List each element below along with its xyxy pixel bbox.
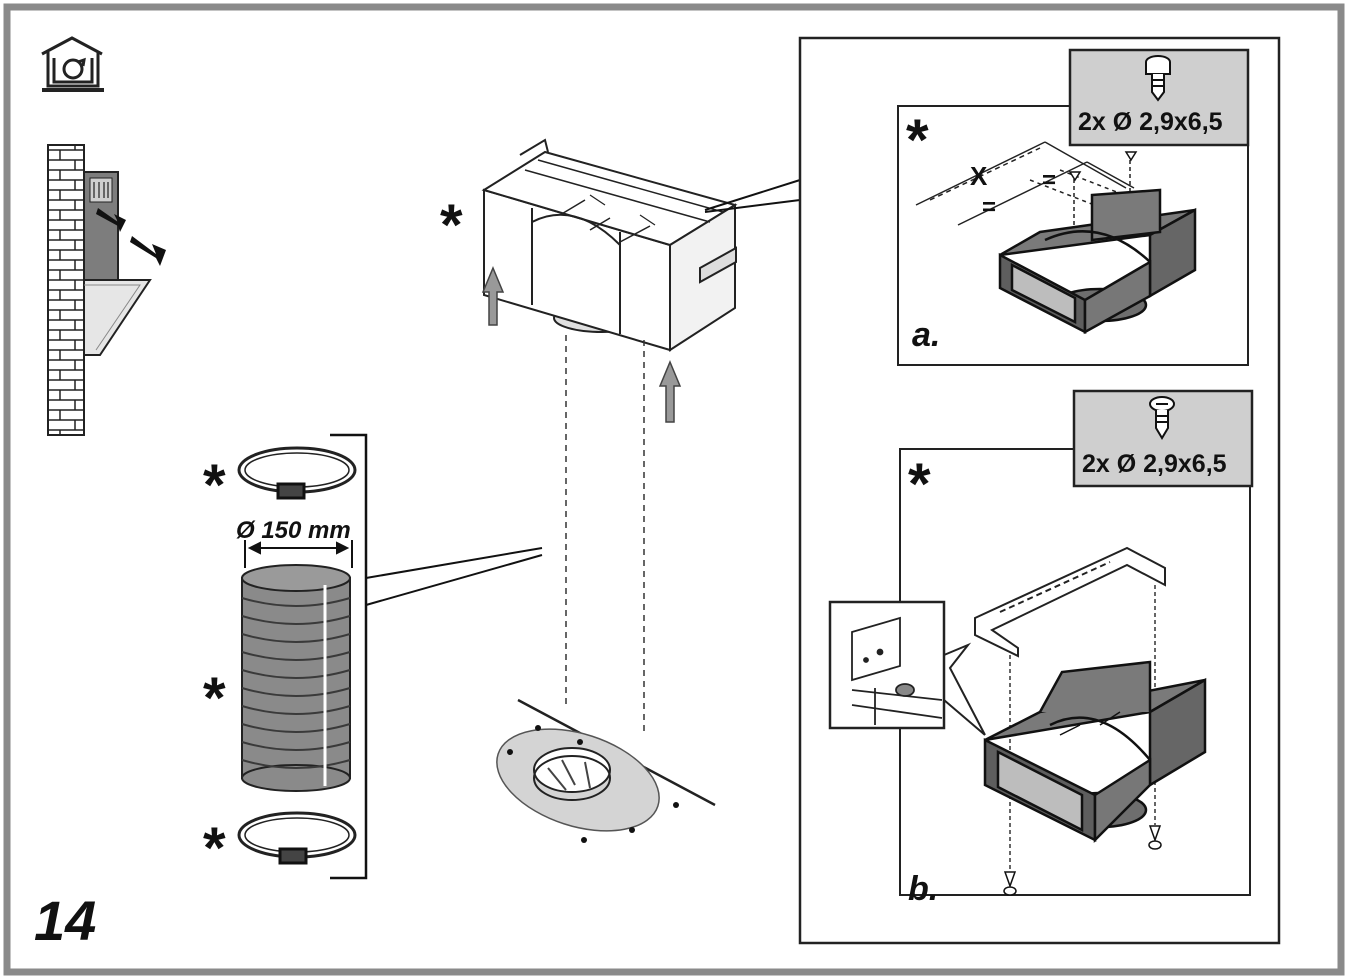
up-arrow-icon [658, 360, 682, 423]
asterisk-clamp-bottom: * [203, 816, 226, 881]
screw-spec-b: 2x Ø 2,9x6,5 [1082, 450, 1227, 478]
duct-connector-b [983, 660, 1207, 844]
up-arrow-icon [481, 266, 505, 326]
duct-group-bracket [330, 433, 368, 880]
screw-spec-a: 2x Ø 2,9x6,5 [1078, 108, 1223, 136]
panel-a-label: a. [912, 316, 940, 354]
airflow-arrow-icon [130, 236, 166, 266]
asterisk-clamp-top: * [203, 453, 226, 518]
step-number: 14 [34, 889, 96, 952]
screw-icon [1149, 396, 1175, 440]
duct-callout-lines [365, 547, 543, 606]
asterisk-connector: * [440, 193, 463, 258]
dimension-equal-label: = [1042, 167, 1056, 194]
screw-icon [1003, 825, 1162, 896]
bracket-zoom-detail [851, 616, 943, 725]
hose-clamp-bottom [237, 811, 357, 865]
duct-diameter-label: Ø 150 mm [236, 517, 351, 544]
screw-icon [1145, 55, 1171, 102]
guide-dashed-lines [565, 335, 645, 735]
hose-clamp-top [237, 446, 357, 500]
asterisk-panel-a: * [906, 108, 929, 173]
duct-connector-center [481, 138, 738, 352]
flexible-duct [241, 564, 351, 792]
dimension-equal-label: = [982, 194, 996, 221]
asterisk-duct: * [203, 666, 226, 731]
connector-callout-lines [704, 179, 801, 213]
screw-icon [1068, 151, 1138, 182]
dimension-line [244, 540, 353, 568]
ceiling-outlet [496, 698, 716, 843]
mounting-bracket [974, 546, 1166, 658]
panel-b-label: b. [908, 870, 938, 908]
dimension-x-label: X [970, 161, 988, 191]
house-recirculation-icon [41, 36, 104, 92]
page-frame [3, 3, 1345, 976]
airflow-arrow-icon [96, 208, 126, 232]
wall-hood-icon [47, 144, 152, 436]
zoom-callout-lines [943, 642, 986, 736]
duct-connector-a [998, 188, 1197, 335]
asterisk-panel-b: * [908, 452, 931, 517]
